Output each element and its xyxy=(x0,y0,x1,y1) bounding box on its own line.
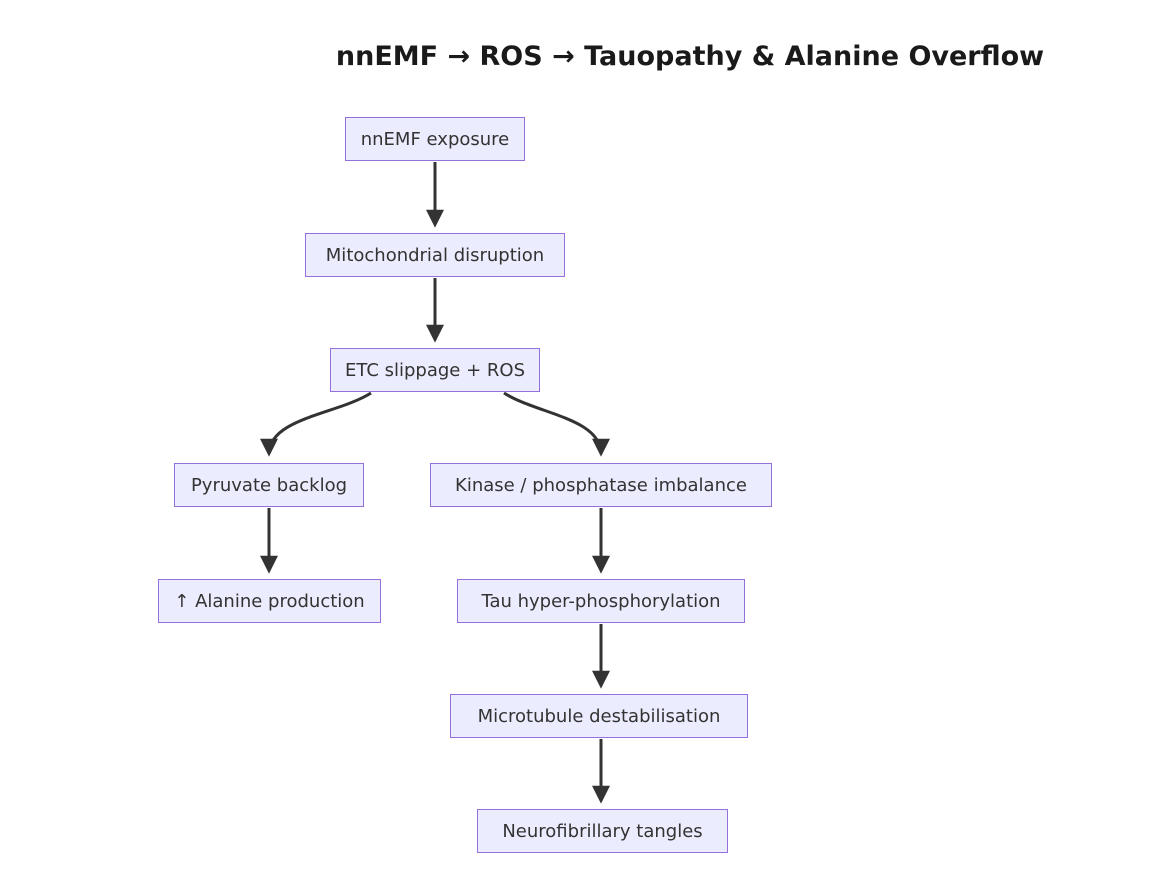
edge-etc-ros-to-kinase xyxy=(503,391,610,457)
flow-node-label-exposure: nnEMF exposure xyxy=(360,128,510,150)
flow-node-tau: Tau hyper-phosphorylation xyxy=(457,579,745,623)
flow-node-tangles: Neurofibrillary tangles xyxy=(477,809,728,853)
edge-etc-ros-to-pyruvate xyxy=(260,391,372,457)
flow-node-label-mitochondrial: Mitochondrial disruption xyxy=(325,244,545,266)
flow-node-label-kinase: Kinase / phosphatase imbalance xyxy=(455,474,747,496)
flow-node-alanine: ↑ Alanine production xyxy=(158,579,381,623)
flow-node-label-pyruvate: Pyruvate backlog xyxy=(190,474,348,496)
flow-node-microtubule: Microtubule destabilisation xyxy=(450,694,748,738)
flow-node-exposure: nnEMF exposure xyxy=(345,117,525,161)
flow-node-label-tau: Tau hyper-phosphorylation xyxy=(481,590,721,612)
flow-node-etc-ros: ETC slippage + ROS xyxy=(330,348,540,392)
flow-node-mitochondrial: Mitochondrial disruption xyxy=(305,233,565,277)
flow-node-label-etc-ros: ETC slippage + ROS xyxy=(345,359,525,381)
flow-node-kinase: Kinase / phosphatase imbalance xyxy=(430,463,772,507)
diagram-title: nnEMF → ROS → Tauopathy & Alanine Overfl… xyxy=(335,41,1045,72)
flow-node-label-microtubule: Microtubule destabilisation xyxy=(477,705,721,727)
flow-node-label-alanine: ↑ Alanine production xyxy=(174,590,365,612)
flow-node-label-tangles: Neurofibrillary tangles xyxy=(502,820,703,842)
flow-node-pyruvate: Pyruvate backlog xyxy=(174,463,364,507)
